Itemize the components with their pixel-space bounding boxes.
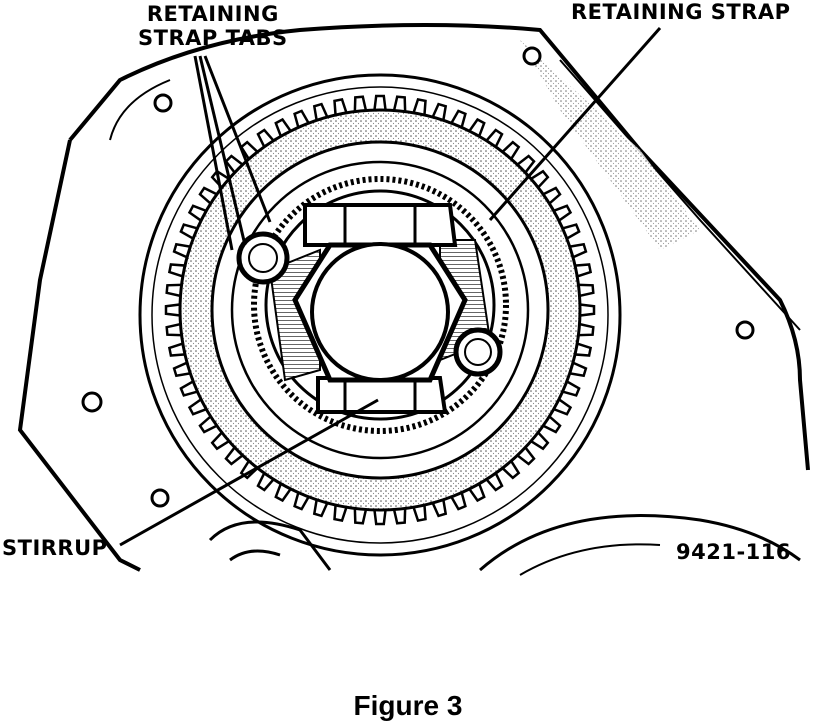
lower-right-cover-inner <box>519 543 661 576</box>
left-bolt <box>236 231 290 285</box>
retaining-strap-label: RETAINING STRAP <box>571 0 791 24</box>
label-line: STRAP TABS <box>138 26 288 50</box>
housing-outline <box>17 23 810 572</box>
figure-caption: Figure 3 <box>353 690 463 721</box>
retaining-strap-tabs-label: RETAINING STRAP TABS <box>138 2 288 50</box>
outer-flange <box>138 73 622 557</box>
leader-lines <box>119 27 662 547</box>
diagram-drawing <box>17 23 810 576</box>
figure-code: 9421-116 <box>676 540 791 564</box>
stirrup-yoke-lower <box>316 376 448 414</box>
retaining-strap-ring <box>251 176 509 434</box>
stirrup-label: STIRRUP <box>2 536 108 560</box>
parts-diagram <box>17 23 810 576</box>
right-bolt <box>453 327 503 377</box>
label-line: RETAINING <box>146 2 279 26</box>
retaining-strap-inner <box>264 189 496 421</box>
housing-shading <box>520 40 700 250</box>
housing-holes <box>81 46 755 508</box>
nut-face <box>310 242 450 382</box>
lower-plate <box>208 520 332 571</box>
left-bolt-head <box>248 243 278 273</box>
right-bolt-head <box>464 338 492 366</box>
lower-right-cover <box>479 514 801 572</box>
housing-inner-edge <box>109 59 801 331</box>
outer-flange-inner <box>151 86 609 544</box>
stirrup-yoke <box>303 203 458 247</box>
